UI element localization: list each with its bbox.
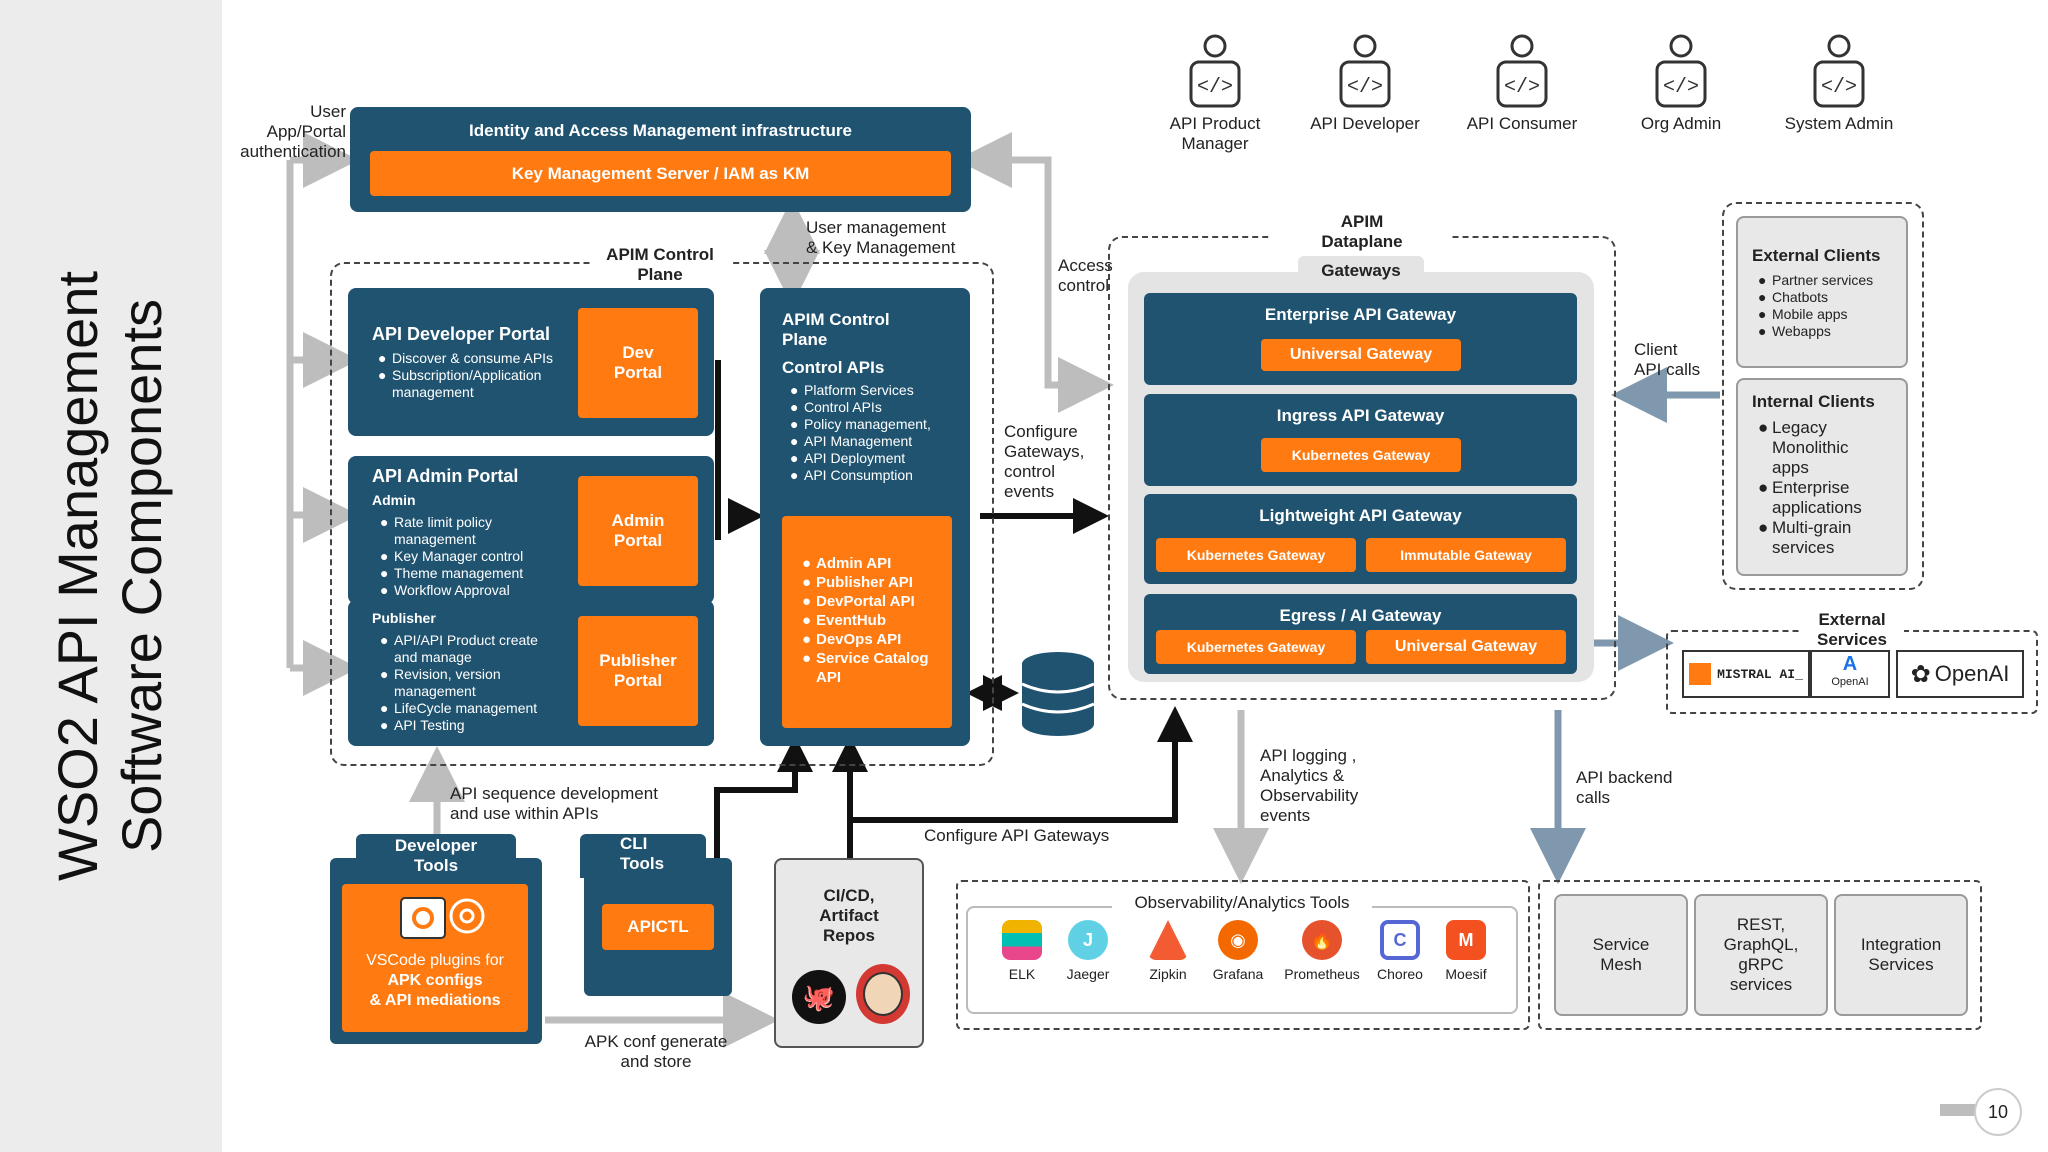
developer-user-icon: </>	[1813, 34, 1865, 108]
vscode-plugins-box: VSCode plugins for APK configs & API med…	[342, 884, 528, 1032]
dev-portal-items: Discover & consume APIsSubscription/Appl…	[378, 350, 578, 401]
elk-icon	[1002, 920, 1042, 960]
zipkin-tool: Zipkin	[1128, 920, 1208, 982]
apictl-button[interactable]: APICTL	[602, 904, 714, 950]
prometheus-tool: 🔥Prometheus	[1282, 920, 1362, 982]
key-management-server: Key Management Server / IAM as KM	[370, 151, 951, 196]
svg-text:</>: </>	[1821, 76, 1857, 99]
control-apis-items: Platform ServicesControl APIsPolicy mana…	[790, 382, 966, 484]
role-api-product-manager: </> API Product Manager	[1150, 34, 1280, 154]
gateways-tab: Gateways	[1298, 256, 1424, 284]
iam-box: Identity and Access Management infrastru…	[350, 107, 971, 212]
page-number: 10	[1974, 1088, 2022, 1136]
azure-openai-logo: A OpenAI	[1810, 650, 1890, 698]
jaeger-icon: J	[1068, 920, 1108, 960]
database-icon	[1021, 652, 1095, 736]
svg-text:</>: </>	[1504, 76, 1540, 99]
universal-gateway-pill: Universal Gateway	[1261, 339, 1461, 371]
grafana-tool: ◉Grafana	[1198, 920, 1278, 982]
prometheus-icon: 🔥	[1302, 920, 1342, 960]
svg-text:</>: </>	[1663, 76, 1699, 99]
developer-user-icon: </>	[1655, 34, 1707, 108]
admin-portal-title: API Admin Portal	[372, 466, 519, 486]
developer-user-icon: </>	[1189, 34, 1241, 108]
universal-gateway-pill: Universal Gateway	[1366, 630, 1566, 664]
backend-region	[1538, 880, 1982, 1030]
vscode-plugin-icon	[400, 897, 485, 939]
configure-api-gateways-label: Configure API Gateways	[924, 826, 1110, 845]
role-system-admin: </> System Admin	[1774, 34, 1904, 134]
choreo-icon: C	[1380, 920, 1420, 960]
role-api-developer: </> API Developer	[1300, 34, 1430, 134]
publisher-items: API/API Product create and manageRevisio…	[380, 632, 560, 734]
control-apis-sub: Control APIs	[782, 358, 885, 377]
grafana-icon: ◉	[1218, 920, 1258, 960]
admin-portal-box: API Admin Portal Admin Rate limit policy…	[348, 456, 714, 604]
svg-text:</>: </>	[1347, 76, 1383, 99]
sidebar-panel	[0, 0, 222, 1152]
developer-user-icon: </>	[1339, 34, 1391, 108]
control-api-list: Admin APIPublisher APIDevPortal APIEvent…	[782, 516, 952, 728]
admin-portal-sub: Admin	[372, 492, 416, 508]
kubernetes-gateway-pill: Kubernetes Gateway	[1156, 630, 1356, 664]
svg-text:</>: </>	[1197, 76, 1233, 99]
kubernetes-gateway-pill: Kubernetes Gateway	[1261, 438, 1461, 472]
internal-clients-box: Internal Clients Legacy Monolithic appsE…	[1736, 378, 1908, 576]
openai-logo: ✿OpenAI	[1896, 650, 2024, 698]
external-clients-box: External Clients Partner servicesChatbot…	[1736, 216, 1908, 368]
role-org-admin: </> Org Admin	[1616, 34, 1746, 134]
jenkins-icon	[856, 964, 910, 1024]
github-icon: 🐙	[792, 970, 846, 1024]
moesif-icon: M	[1446, 920, 1486, 960]
publisher-sub: Publisher	[372, 610, 436, 626]
mistral-logo: MISTRAL AI_	[1682, 650, 1810, 698]
dev-portal-box: API Developer Portal Discover & consume …	[348, 288, 714, 436]
user-mgmt-label: User management& Key Management	[806, 218, 956, 257]
clients-region	[1722, 202, 1924, 590]
publisher-box: Publisher API/API Product create and man…	[348, 600, 714, 746]
elk-tool: ELK	[982, 920, 1062, 982]
lightweight-gateway: Lightweight API Gateway Kubernetes Gatew…	[1144, 494, 1577, 584]
admin-portal-items: Rate limit policy managementKey Manager …	[380, 514, 560, 599]
iam-title: Identity and Access Management infrastru…	[469, 121, 852, 140]
observability-title: Observability/Analytics Tools	[1112, 893, 1372, 913]
egress-ai-gateway: Egress / AI Gateway Kubernetes Gateway U…	[1144, 594, 1577, 674]
immutable-gateway-pill: Immutable Gateway	[1366, 538, 1566, 572]
observability-region	[956, 880, 1530, 1030]
kubernetes-gateway-pill: Kubernetes Gateway	[1156, 538, 1356, 572]
ingress-gateway: Ingress API Gateway Kubernetes Gateway	[1144, 394, 1577, 486]
dev-portal-title: API Developer Portal	[372, 324, 551, 344]
zipkin-icon	[1148, 920, 1188, 960]
enterprise-gateway: Enterprise API Gateway Universal Gateway	[1144, 293, 1577, 385]
page-number-bar	[1940, 1104, 1980, 1116]
developer-user-icon: </>	[1496, 34, 1548, 108]
role-api-consumer: </> API Consumer	[1457, 34, 1587, 134]
